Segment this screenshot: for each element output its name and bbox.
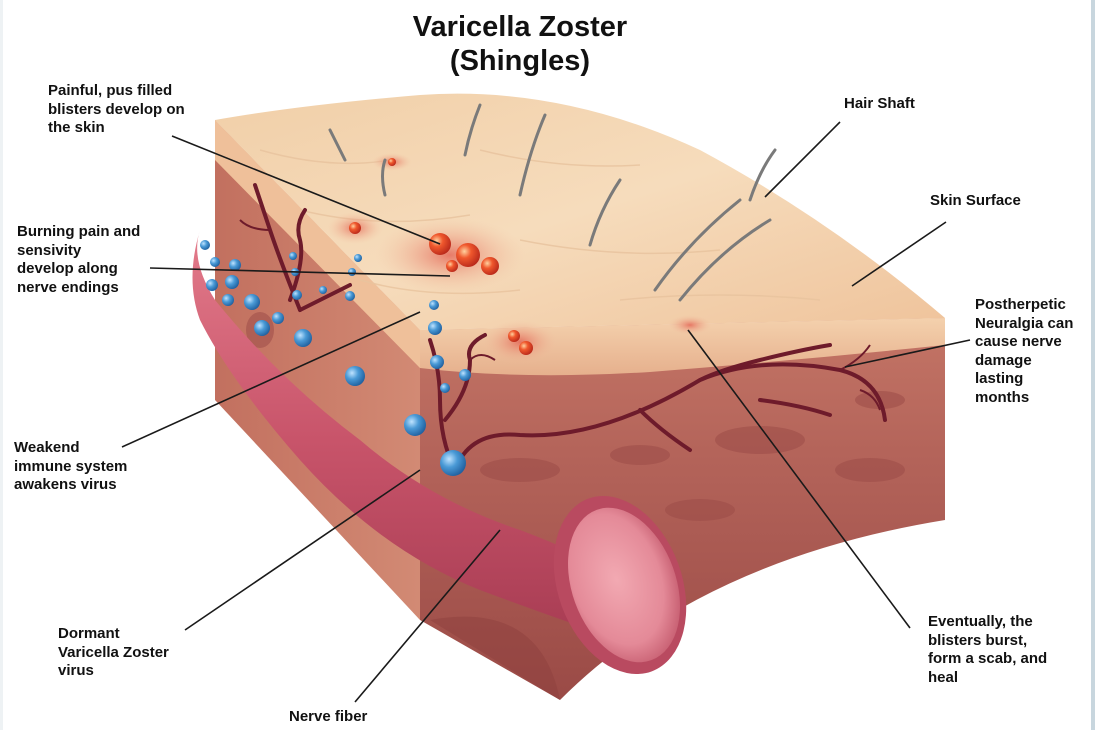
diagram-subtitle: (Shingles) (330, 44, 710, 78)
label-hair-shaft: Hair Shaft (844, 95, 915, 114)
label-dormant-virus: Dormant Varicella Zoster virus (58, 625, 169, 681)
diagram-title: Varicella Zoster (330, 10, 710, 44)
label-blisters: Painful, pus filled blisters develop on … (48, 82, 185, 138)
label-weakend-immune: Weakend immune system awakens virus (14, 439, 127, 495)
label-blisters-heal: Eventually, the blisters burst, form a s… (928, 613, 1047, 687)
label-nerve-fiber: Nerve fiber (289, 708, 367, 727)
label-skin-surface: Skin Surface (930, 192, 1021, 211)
label-burning-pain: Burning pain and sensivity develop along… (17, 223, 140, 297)
label-postherpetic-neuralgia: Postherpetic Neuralgia can cause nerve d… (975, 296, 1073, 407)
